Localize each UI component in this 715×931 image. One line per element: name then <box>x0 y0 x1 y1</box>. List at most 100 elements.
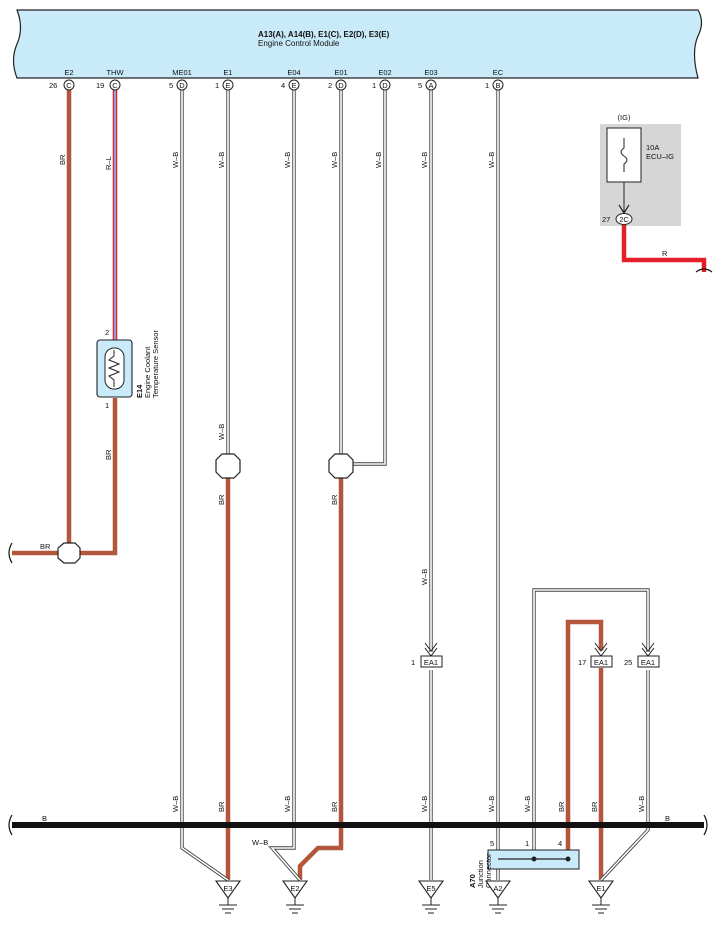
wire-label-br-e01: BR <box>330 494 339 505</box>
wire-label-br-sensor: BR <box>104 449 113 460</box>
pin-name-e02: E02 <box>378 68 391 77</box>
ground-label-e5: E5 <box>426 884 435 893</box>
svg-text:B: B <box>495 81 500 90</box>
ecm-name: Engine Control Module <box>258 39 340 48</box>
ground-e1: E1 <box>587 880 615 914</box>
pin-name-thw: THW <box>106 68 124 77</box>
junction-pin-1: 1 <box>525 839 529 848</box>
br-break-left <box>8 542 13 564</box>
wire-r <box>621 225 707 272</box>
junction-pin-5: 5 <box>490 839 494 848</box>
ecm-box <box>12 9 703 79</box>
wire-br-sensor <box>80 398 118 556</box>
svg-text:4: 4 <box>281 81 285 90</box>
ecm-pin-e02: 1 D <box>372 79 391 91</box>
wire-label-wb-me01: W–B <box>171 152 180 168</box>
wire-label-wb-e01: W–B <box>330 152 339 168</box>
ecm-pin-me01: 5 D <box>169 79 188 91</box>
splice-e01 <box>328 453 354 479</box>
fuse-pin-2c <box>615 213 633 225</box>
ecm-pin-thw: 19 C <box>96 79 121 91</box>
ground-e5: E5 <box>417 880 445 914</box>
svg-text:26: 26 <box>49 81 57 90</box>
sensor-id: E14 <box>135 384 144 398</box>
wire-br-jc <box>565 619 604 853</box>
svg-text:E: E <box>291 81 296 90</box>
junction-name2: Connector <box>484 853 493 888</box>
wire-label-rl: R–L <box>104 156 113 170</box>
ecm-pin-e04: 4 E <box>281 79 300 91</box>
bus-b-break-left <box>8 814 13 836</box>
pin-name-e03: E03 <box>424 68 437 77</box>
wire-label-wb-b3: W–B <box>283 796 292 812</box>
pin-name-ec: EC <box>493 68 504 77</box>
svg-text:1: 1 <box>485 81 489 90</box>
ecm-pin-e01: 2 D <box>328 79 347 91</box>
junction-id: A70 <box>468 874 477 888</box>
wb-wires-inner <box>181 89 649 881</box>
ea1-connector-25 <box>637 655 660 668</box>
svg-text:5: 5 <box>418 81 422 90</box>
wire-label-wb-horiz: W–B <box>252 838 268 847</box>
svg-text:D: D <box>382 81 388 90</box>
fuse-block <box>606 127 642 183</box>
svg-text:5: 5 <box>169 81 173 90</box>
ea1-num-17: 17 <box>578 658 586 667</box>
wire-label-br-b8: BR <box>557 801 566 812</box>
ground-label-a2: A2 <box>493 884 502 893</box>
svg-text:D: D <box>179 81 185 90</box>
wire-wb-ea1-25 <box>599 670 650 882</box>
wire-label-wb-b7: W–B <box>523 796 532 812</box>
svg-text:1: 1 <box>372 81 376 90</box>
svg-text:C: C <box>112 81 118 90</box>
junction-pin-4: 4 <box>558 839 562 848</box>
wire-label-r: R <box>662 249 668 258</box>
pin-name-e01: E01 <box>334 68 347 77</box>
ea1-connector-1 <box>420 655 443 668</box>
svg-text:2: 2 <box>328 81 332 90</box>
fuse-pin-conn: 2C <box>619 215 629 224</box>
pin-name-e04: E04 <box>287 68 300 77</box>
wire-label-wb-e1-lower: W–B <box>217 424 226 440</box>
bus-label-right: B <box>665 814 670 823</box>
ground-a2: A2 <box>484 880 512 914</box>
pin-name-me01: ME01 <box>172 68 192 77</box>
fuse-name: ECU–IG <box>646 152 674 161</box>
wire-label-wb-e04: W–B <box>283 152 292 168</box>
bus-label-left: B <box>42 814 47 823</box>
wire-wb-e02 <box>352 89 387 466</box>
wb-wires <box>180 89 650 882</box>
ecm-pin-e2: 26 C <box>49 79 75 91</box>
wire-label-wb-b10: W–B <box>637 796 646 812</box>
fuse-ig: (IG) <box>618 113 631 122</box>
ecm-pin-ec: 1 B <box>485 79 504 91</box>
wire-label-wb-e03: W–B <box>420 152 429 168</box>
r-break <box>695 268 713 273</box>
pin-name-e2: E2 <box>64 68 73 77</box>
wire-label-br-b9: BR <box>590 801 599 812</box>
sensor-name1: Engine Coolant <box>143 346 152 398</box>
fuse-amps: 10A <box>646 143 659 152</box>
wire-label-wb-b6: W–B <box>487 796 496 812</box>
sensor-pin-bottom: 1 <box>105 401 109 410</box>
wire-label-wb-b1: W–B <box>171 796 180 812</box>
wire-label-br-left: BR <box>40 542 51 551</box>
wire-label-br-e1: BR <box>217 494 226 505</box>
wire-wb-me01 <box>180 89 229 882</box>
ea1-label-1: EA1 <box>424 658 438 667</box>
sensor-pin-top: 2 <box>105 328 109 337</box>
ground-e2: E2 <box>281 880 309 914</box>
svg-text:D: D <box>338 81 344 90</box>
ecm-connectors: A13(A), A14(B), E1(C), E2(D), E3(E) <box>258 30 390 39</box>
ground-e3: E3 <box>214 880 242 914</box>
ea1-label-17: EA1 <box>594 658 608 667</box>
wire-br-e01 <box>297 476 344 880</box>
ea1-num-1: 1 <box>411 658 415 667</box>
ground-label-e1: E1 <box>596 884 605 893</box>
splice-e1 <box>215 453 241 479</box>
svg-text:1: 1 <box>215 81 219 90</box>
fuse-icon <box>620 138 628 172</box>
wire-label-br-1: BR <box>58 154 67 165</box>
junction-node-2 <box>565 856 571 862</box>
